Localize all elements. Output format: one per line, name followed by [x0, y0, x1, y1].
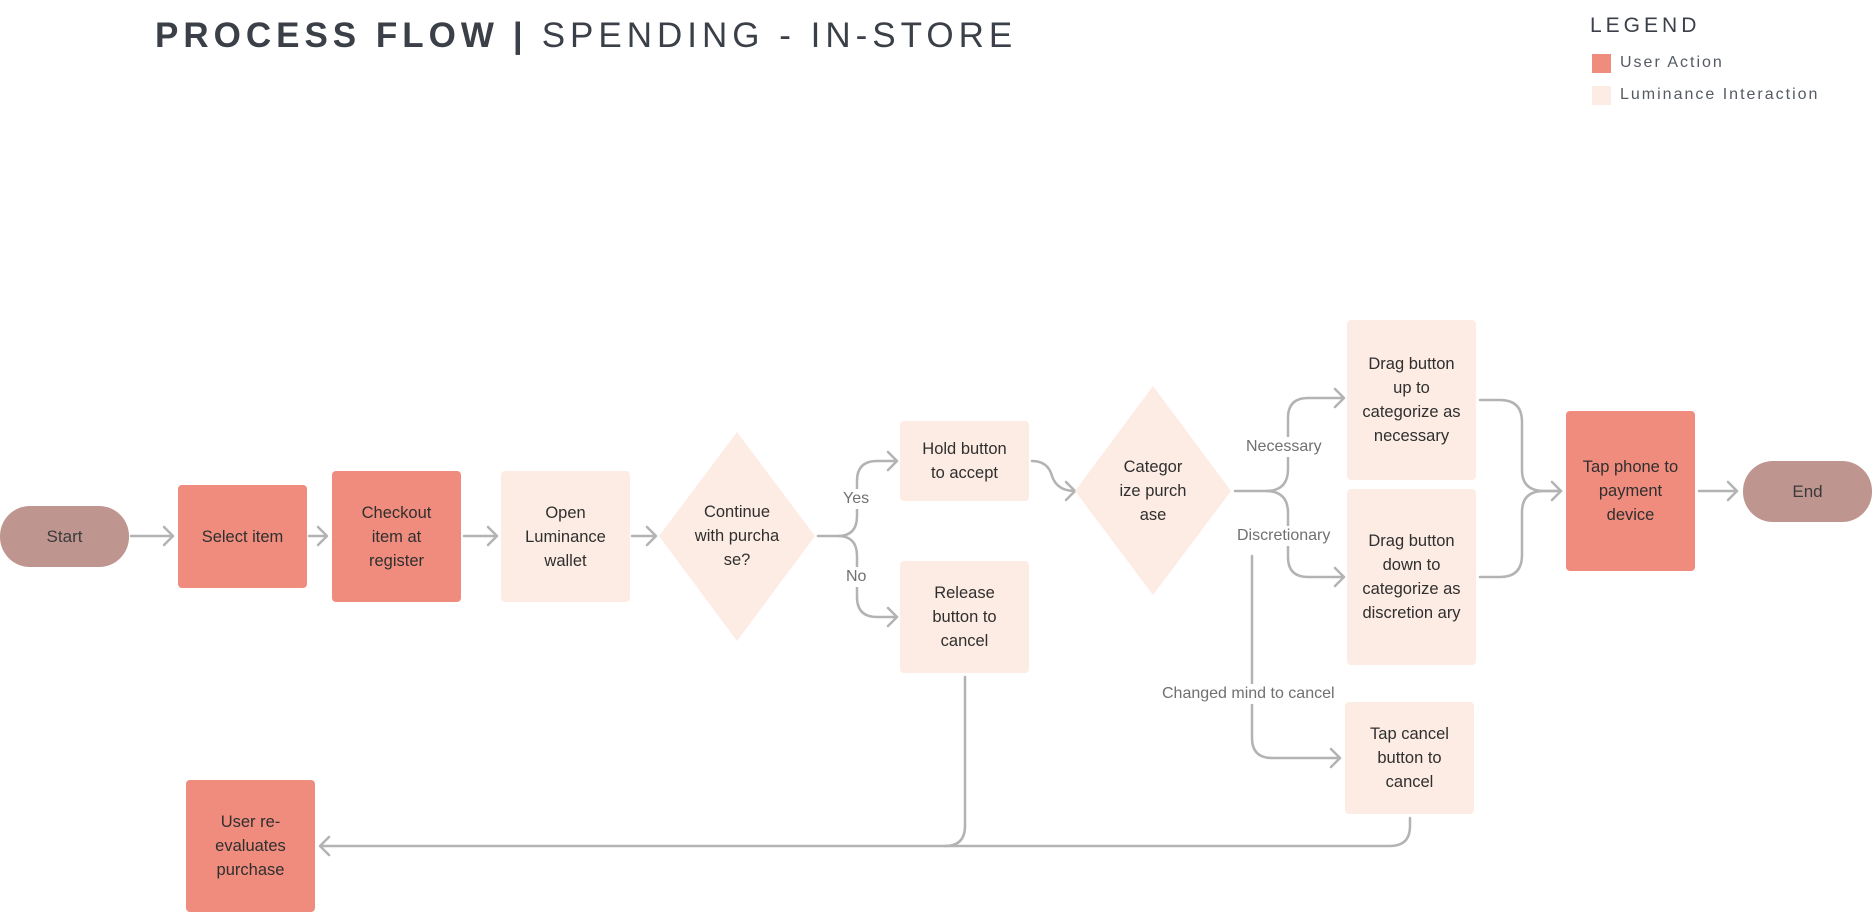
release-button-label: Release button to cancel: [932, 584, 997, 650]
decision-continue-label: Continue with purcha se?: [694, 503, 780, 569]
drag-down-node: Drag button down to categorize as discre…: [1347, 489, 1476, 665]
arrow-dragdown-to-tap-phone: [1478, 480, 1563, 579]
start-label: Start: [46, 526, 83, 546]
end-label: End: [1792, 481, 1823, 501]
edge-label-changed-mind: Changed mind to cancel: [1162, 684, 1335, 704]
tap-phone-node: Tap phone to payment device: [1566, 411, 1695, 571]
checkout-node: Checkout item at register: [332, 471, 461, 602]
arrow-hold-to-categorize: [1030, 459, 1077, 502]
legend-label-user-action: User Action: [1620, 54, 1724, 71]
edge-label-necessary: Necessary: [1246, 437, 1322, 457]
reevaluate-node: User re- evaluates purchase: [186, 780, 315, 912]
tap-cancel-label: Tap cancel button to cancel: [1370, 725, 1449, 791]
checkout-label: Checkout item at register: [361, 503, 432, 570]
arrow-checkout-to-wallet: [462, 525, 499, 547]
arrow-no-branch: [836, 534, 899, 628]
arrow-changed-mind-branch: [1250, 554, 1342, 769]
select-item-node: Select item: [178, 485, 307, 588]
end-node: End: [1743, 461, 1872, 522]
decision-categorize-shape: [1075, 386, 1231, 595]
tap-phone-label: Tap phone to payment device: [1582, 458, 1679, 524]
release-button-node: Release button to cancel: [900, 561, 1029, 673]
legend-title: LEGEND: [1590, 14, 1701, 37]
tap-cancel-node: Tap cancel button to cancel: [1345, 702, 1474, 814]
legend-label-luminance-interaction: Luminance Interaction: [1620, 86, 1820, 103]
arrow-wallet-to-continue: [630, 525, 658, 547]
decision-categorize-label: Categor ize purch ase: [1119, 458, 1187, 524]
open-wallet-label: Open Luminance wallet: [525, 503, 606, 570]
arrow-start-to-select: [129, 525, 175, 547]
arrow-release-to-reevaluate: [318, 675, 967, 857]
select-item-label: Select item: [201, 527, 284, 546]
title-separator: |: [512, 16, 528, 55]
decision-continue-shape: [659, 432, 815, 641]
arrow-tap-cancel-to-reevaluate: [943, 816, 1412, 848]
drag-up-label: Drag button up to categorize as necessar…: [1362, 355, 1461, 445]
edge-label-no: No: [846, 567, 867, 587]
arrow-tap-phone-to-end: [1697, 480, 1739, 502]
edge-label-discretionary: Discretionary: [1237, 526, 1331, 546]
arrow-select-to-checkout: [307, 525, 329, 547]
edge-label-yes: Yes: [843, 489, 870, 509]
page-title: PROCESS FLOW | SPENDING - IN-STORE: [155, 16, 1017, 56]
start-node: Start: [0, 506, 129, 567]
drag-down-label: Drag button down to categorize as discre…: [1362, 532, 1461, 622]
arrow-dragup-to-tap-phone: [1478, 398, 1563, 493]
hold-button-label: Hold button to accept: [922, 440, 1007, 482]
arrow-discretionary-branch: [1264, 489, 1346, 588]
legend-swatch-luminance-interaction: [1592, 86, 1611, 105]
drag-up-node: Drag button up to categorize as necessar…: [1347, 320, 1476, 480]
legend-swatch-user-action: [1592, 54, 1611, 73]
title-bold: PROCESS FLOW: [155, 16, 499, 55]
reevaluate-label: User re- evaluates purchase: [215, 813, 286, 879]
hold-button-node: Hold button to accept: [900, 421, 1029, 501]
title-subtitle: SPENDING - IN-STORE: [541, 16, 1018, 55]
open-wallet-node: Open Luminance wallet: [501, 471, 630, 602]
